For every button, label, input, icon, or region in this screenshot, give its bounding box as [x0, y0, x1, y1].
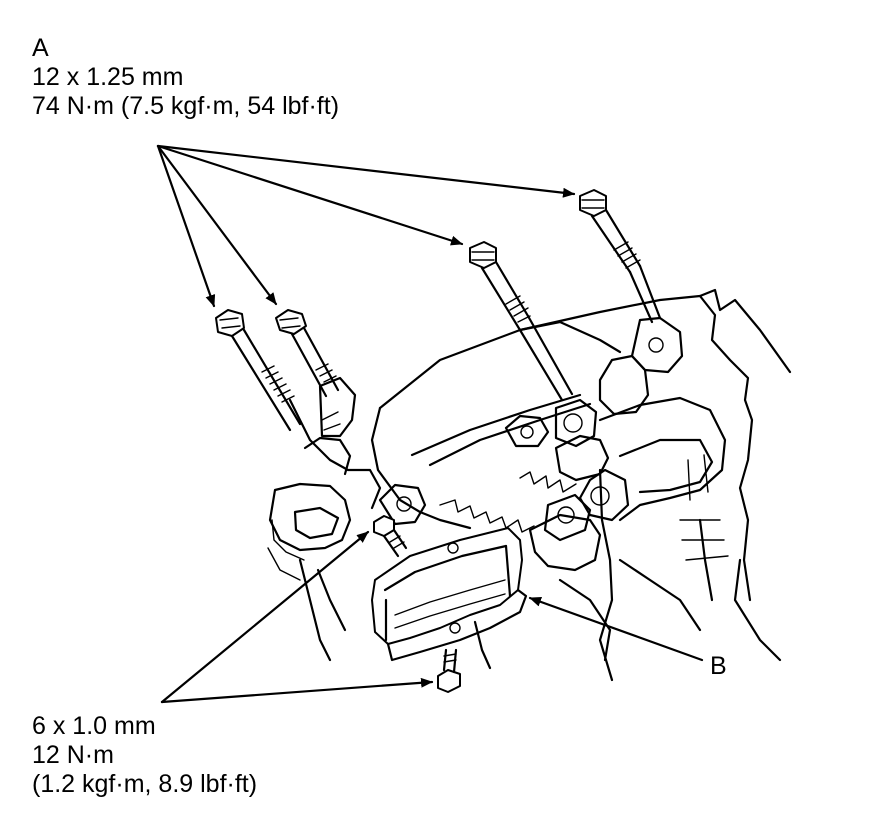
callout-small-bolts-torque: 12 N·m [32, 741, 114, 769]
callout-a-label: A 12 x 1.25 mm 74 N·m (7.5 kgf·m, 54 lbf… [32, 34, 339, 121]
callout-a-torque: 74 N·m (7.5 kgf·m, 54 lbf·ft) [32, 92, 340, 120]
callout-small-bolts-label: 6 x 1.0 mm 12 N·m (1.2 kgf·m, 8.9 lbf·ft… [32, 712, 257, 799]
callout-a-leaders [156, 144, 576, 308]
callout-b-letter: B [710, 652, 727, 680]
long-bolt-2 [275, 309, 340, 398]
callout-b-label: B [710, 652, 727, 681]
long-bolt-4 [579, 189, 662, 324]
small-bolt-upper [373, 515, 408, 558]
long-bolt-3 [469, 241, 574, 402]
callout-small-bolts-torque-alt: (1.2 kgf·m, 8.9 lbf·ft) [32, 770, 258, 798]
callout-small-bolts-leaders [160, 530, 434, 704]
callout-a-size: 12 x 1.25 mm [32, 63, 184, 91]
callout-a-letter: A [32, 34, 49, 62]
callout-small-bolts-size: 6 x 1.0 mm [32, 712, 156, 740]
mount-bracket-b [371, 527, 528, 670]
small-bolt-lower [437, 648, 461, 693]
housing-casting [267, 288, 792, 682]
callout-b-leader [528, 596, 704, 662]
long-bolt-1 [215, 309, 302, 432]
